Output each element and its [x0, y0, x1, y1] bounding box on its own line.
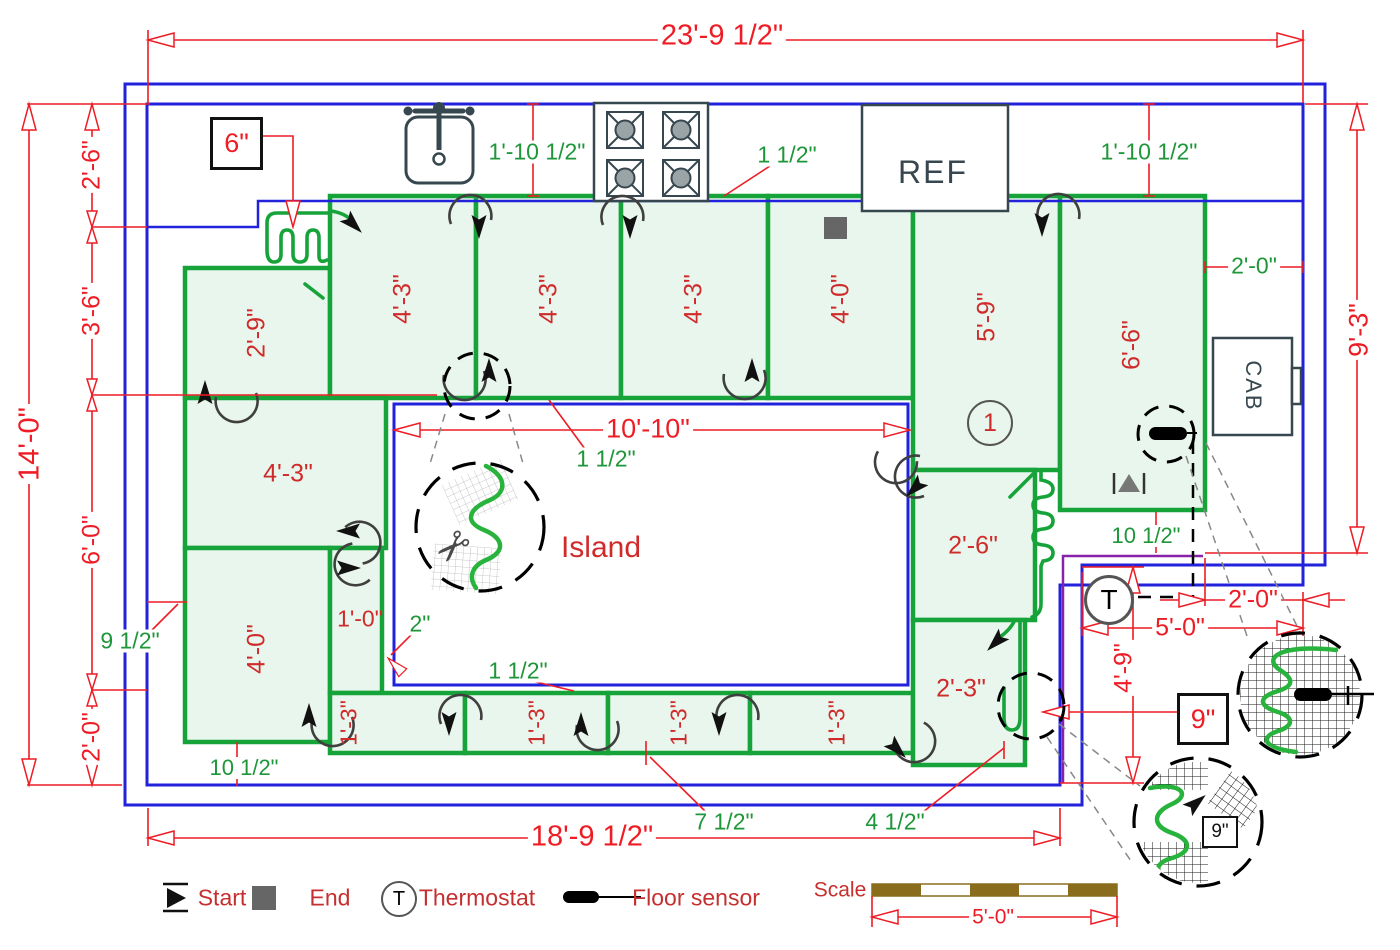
clr-below-mat-right: 10 1/2": [1108, 525, 1184, 547]
detail-circle-sensor: [1236, 631, 1374, 759]
thermostat-symbol-plan: T: [1084, 575, 1134, 625]
circuit-number-badge: 1: [967, 400, 1013, 446]
counter-edge-line: [147, 199, 1303, 229]
clr-below-mat-left: 10 1/2": [206, 757, 282, 779]
dim-left-1: 2'-6": [78, 137, 106, 193]
mat-label: 4'-3": [263, 459, 313, 488]
scale-dim: 5'-0": [969, 906, 1017, 928]
island-outline: [392, 402, 910, 687]
dim-alcove-width: 5'-0": [1152, 615, 1208, 641]
mat-label: 1'-3": [665, 700, 692, 746]
legend-start-icon: [163, 882, 188, 913]
mat-4-3-b: [473, 193, 624, 401]
legend-end-label: End: [309, 884, 351, 911]
mat-label: 2'-9": [242, 308, 271, 358]
legend-end-icon: [252, 886, 276, 910]
sink-icon: [403, 102, 475, 185]
detail-spacing-9-label: 9": [1211, 821, 1229, 842]
scale-label: Scale: [813, 878, 867, 902]
detail-circle-spacing: [1132, 756, 1264, 888]
refrigerator-label: REF: [898, 154, 968, 190]
mat-1-0: [327, 545, 385, 696]
dim-sensor-offset: 2'-0": [1225, 587, 1281, 613]
cable-spacing-box-6: 6": [210, 117, 263, 170]
mat-label: 4'-0": [826, 274, 855, 324]
sensor-triangle-marker: [1118, 474, 1140, 492]
clr-bottom-gap-right: 4 1/2": [862, 810, 928, 834]
clr-right-wall-gap: 2'-0": [1228, 254, 1280, 278]
mat-label: 2'-6": [948, 531, 998, 560]
clr-bottom-gap-left: 7 1/2": [691, 810, 757, 834]
dim-alcove-height: 4'-9": [1110, 640, 1138, 696]
detail-spacing-box-9: 9": [1202, 816, 1238, 848]
cable-spacing-6-label: 6": [224, 128, 249, 158]
mat-label: 5'-9": [972, 292, 1001, 342]
mat-label: 4'-3": [534, 274, 563, 324]
cable-spacing-box-9: 9": [1177, 693, 1229, 745]
dim-left-4: 2'-0": [78, 709, 106, 765]
dim-right-height: 9'-3": [1344, 300, 1374, 360]
stove-icon: [592, 101, 710, 203]
dim-island-width: 10'-10": [603, 415, 693, 443]
clr-top-gap: 1 1/2": [754, 143, 820, 167]
island-label: Island: [560, 531, 642, 564]
clr-counter-left: 1'-10 1/2": [485, 140, 589, 164]
notch-callout-circle: [996, 671, 1066, 741]
cabinet-box: [1211, 336, 1303, 437]
mat-2-9: [182, 265, 333, 401]
dim-left-3: 6'-0": [78, 512, 106, 568]
circuit-number: 1: [983, 408, 997, 437]
legend-thermostat-icon: T: [381, 881, 417, 917]
inner-wall: [145, 102, 1305, 787]
dim-bottom-width: 18'-9 1/2": [527, 822, 657, 852]
cable-link-right: [998, 470, 1055, 732]
cable-spacing-9-label: 9": [1190, 703, 1216, 734]
dim-overall-height: 14'-0": [14, 404, 46, 484]
clr-left-wall-gap: 9 1/2": [97, 629, 163, 653]
scale-bar: [871, 883, 1118, 927]
refrigerator-box: [860, 103, 1010, 213]
sensor-callout-circle: [1136, 404, 1196, 464]
legend-start-label: Start: [197, 884, 247, 911]
mat-label: 1'-3": [523, 700, 550, 746]
detail-circle-cut: [414, 458, 546, 595]
cabinet-label: CAB: [1241, 360, 1266, 412]
mat-label: 4'-3": [388, 274, 417, 324]
room-walls: [123, 82, 1327, 807]
legend-floor-sensor-label: Floor sensor: [632, 884, 760, 911]
mat-label: 1'-3": [335, 700, 362, 746]
end-marker: [824, 217, 847, 239]
mat-label: 1'-3": [823, 700, 850, 746]
cut-callout-circle: [442, 351, 512, 421]
mat-4-0-left: [182, 545, 333, 745]
mat-4-0-top: [765, 193, 916, 401]
mat-label: 6'-6": [1117, 320, 1146, 370]
dim-left-2: 3'-6": [78, 283, 106, 339]
mat-4-3-a: [327, 193, 479, 401]
clr-island-side: 2": [406, 612, 434, 636]
mat-label: 4'-3": [679, 274, 708, 324]
dim-overall-width: 23'-9 1/2": [657, 21, 787, 51]
mat-label: 4'-0": [242, 624, 271, 674]
legend-thermostat-letter: T: [392, 887, 406, 910]
clr-island-top: 1 1/2": [573, 447, 639, 471]
outer-wall: [123, 82, 1327, 807]
clr-counter-right: 1'-10 1/2": [1097, 140, 1201, 164]
mat-2-3: [910, 617, 1028, 768]
legend-floor-sensor-icon: [563, 891, 641, 903]
clr-island-bottom: 1 1/2": [485, 659, 551, 683]
legend-thermostat-label: Thermostat: [418, 884, 536, 911]
floor-sensor-icon: [1149, 427, 1187, 440]
thermostat-letter: T: [1100, 584, 1118, 615]
dimension-lines: [21, 30, 1368, 846]
mat-label: 1'-0": [337, 605, 383, 632]
mat-label: 2'-3": [936, 674, 986, 703]
